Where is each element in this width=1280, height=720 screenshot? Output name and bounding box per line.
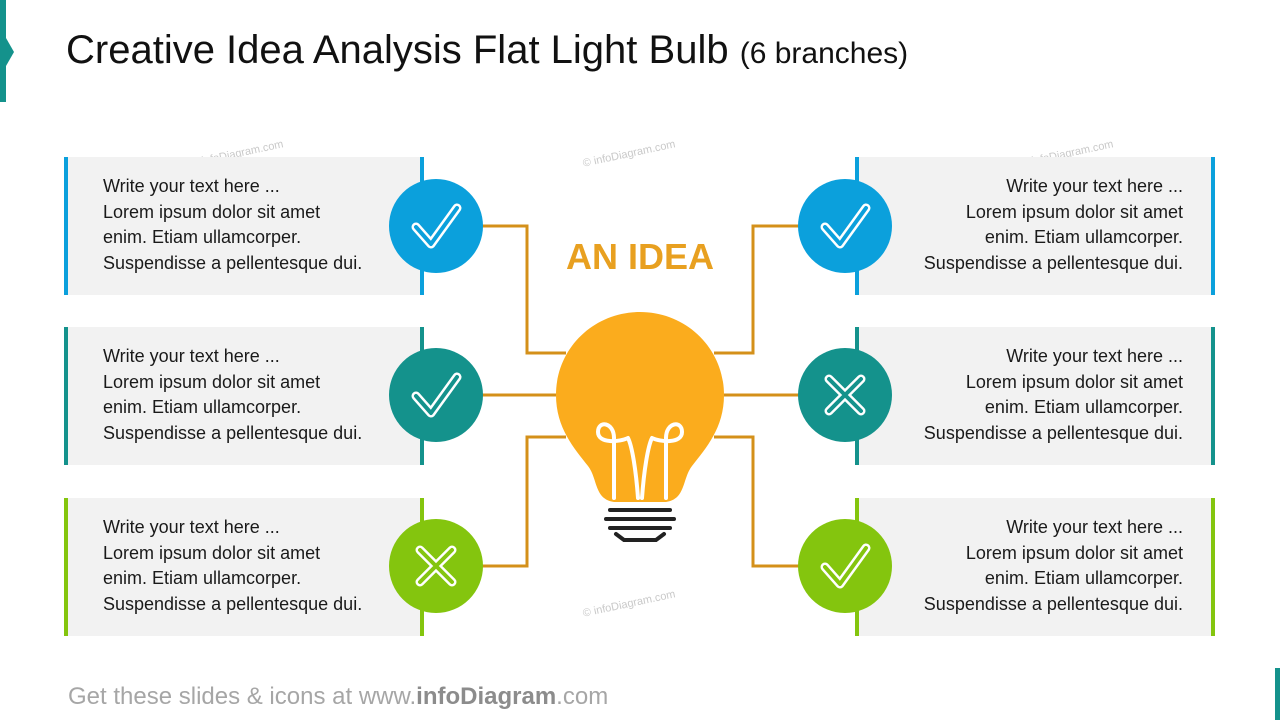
- check-icon: [820, 543, 871, 589]
- branch-box-left-3: Write your text here ... Lorem ipsum dol…: [64, 498, 424, 636]
- marker-right-3: [798, 519, 892, 613]
- branch-text: Write your text here ... Lorem ipsum dol…: [103, 517, 363, 614]
- connector-right-1: [714, 224, 800, 355]
- branch-text: Write your text here ... Lorem ipsum dol…: [923, 176, 1183, 273]
- marker-left-3: [389, 519, 483, 613]
- accent-notch: [6, 38, 14, 66]
- corner-mark: [1275, 668, 1280, 720]
- title-main: Creative Idea Analysis Flat Light Bulb: [66, 28, 729, 72]
- check-icon: [411, 203, 462, 249]
- footer-brand: infoDiagram: [416, 683, 557, 710]
- branch-box-left-1: Write your text here ... Lorem ipsum dol…: [64, 157, 424, 295]
- connector-left-1: [482, 224, 566, 355]
- marker-left-2: [389, 348, 483, 442]
- branch-box-left-2: Write your text here ... Lorem ipsum dol…: [64, 327, 424, 465]
- check-icon: [411, 372, 462, 418]
- branch-text: Write your text here ... Lorem ipsum dol…: [103, 346, 363, 443]
- footer-credit: Get these slides & icons at www.infoDiag…: [68, 683, 609, 710]
- connector-right-3: [714, 435, 800, 568]
- cross-icon: [415, 545, 457, 587]
- branch-text: Write your text here ... Lorem ipsum dol…: [103, 176, 363, 273]
- marker-right-2: [798, 348, 892, 442]
- branch-text: Write your text here ... Lorem ipsum dol…: [923, 346, 1183, 443]
- accent-bar: [0, 0, 6, 102]
- cross-icon: [824, 374, 866, 416]
- slide-title: Creative Idea Analysis Flat Light Bulb (…: [66, 28, 908, 73]
- title-subtitle: (6 branches): [739, 37, 909, 70]
- branch-box-right-1: Write your text here ... Lorem ipsum dol…: [855, 157, 1215, 295]
- branch-text: Write your text here ... Lorem ipsum dol…: [923, 517, 1183, 614]
- center-label: AN IDEA: [565, 236, 714, 277]
- branch-box-right-3: Write your text here ... Lorem ipsum dol…: [855, 498, 1215, 636]
- check-icon: [820, 203, 871, 249]
- branch-box-right-2: Write your text here ... Lorem ipsum dol…: [855, 327, 1215, 465]
- light-bulb-icon: [556, 312, 724, 542]
- marker-right-1: [798, 179, 892, 273]
- connector-left-3: [482, 435, 566, 568]
- marker-left-1: [389, 179, 483, 273]
